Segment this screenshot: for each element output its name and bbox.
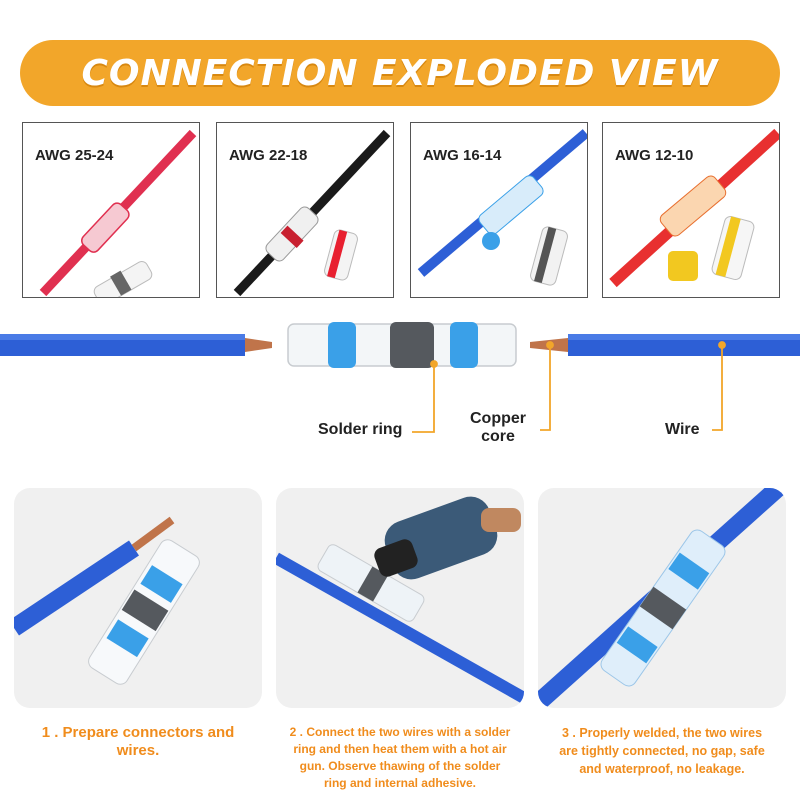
step-card-1 [14,488,262,708]
awg-label: AWG 12-10 [613,147,696,164]
callout-lines [412,341,726,433]
awg-label: AWG 16-14 [421,147,504,164]
step-2-illustration [276,496,524,704]
step-card-3 [538,488,786,708]
step-card-2 [276,488,524,708]
awg-card-12-10: AWG 12-10 [602,122,780,298]
awg-25-24-connector-photo [39,129,197,297]
step-3-text: 3 . Properly welded, the two wires are t… [559,726,765,776]
awg-label: AWG 25-24 [33,147,116,164]
awg-16-14-connector-photo [417,129,587,286]
heat-gun-icon [374,496,521,580]
right-wire [530,334,800,356]
awg-card-22-18: AWG 22-18 [216,122,394,298]
left-wire [0,334,272,356]
step-1-text: 1 . Prepare connectors and wires. [41,724,235,759]
awg-card-16-14: AWG 16-14 [410,122,588,298]
awg-12-10-connector-photo [609,128,779,288]
copper-core-label: Copper core [470,410,526,445]
title-banner: CONNECTION EXPLODED VIEW [20,40,780,106]
wire-label: Wire [665,421,700,438]
banner-title: CONNECTION EXPLODED VIEW [81,52,719,94]
awg-card-25-24: AWG 25-24 [22,122,200,298]
step-1-illustration [14,516,200,685]
exploded-view-illustration [0,322,800,433]
solder-ring-label: Solder ring [318,421,403,438]
heat-shrink-connector [287,322,517,368]
awg-22-18-connector-photo [233,129,391,297]
step-2-text: 2 . Connect the two wires with a solder … [289,725,511,790]
step-3-illustration [538,488,785,708]
awg-label: AWG 22-18 [227,147,310,164]
